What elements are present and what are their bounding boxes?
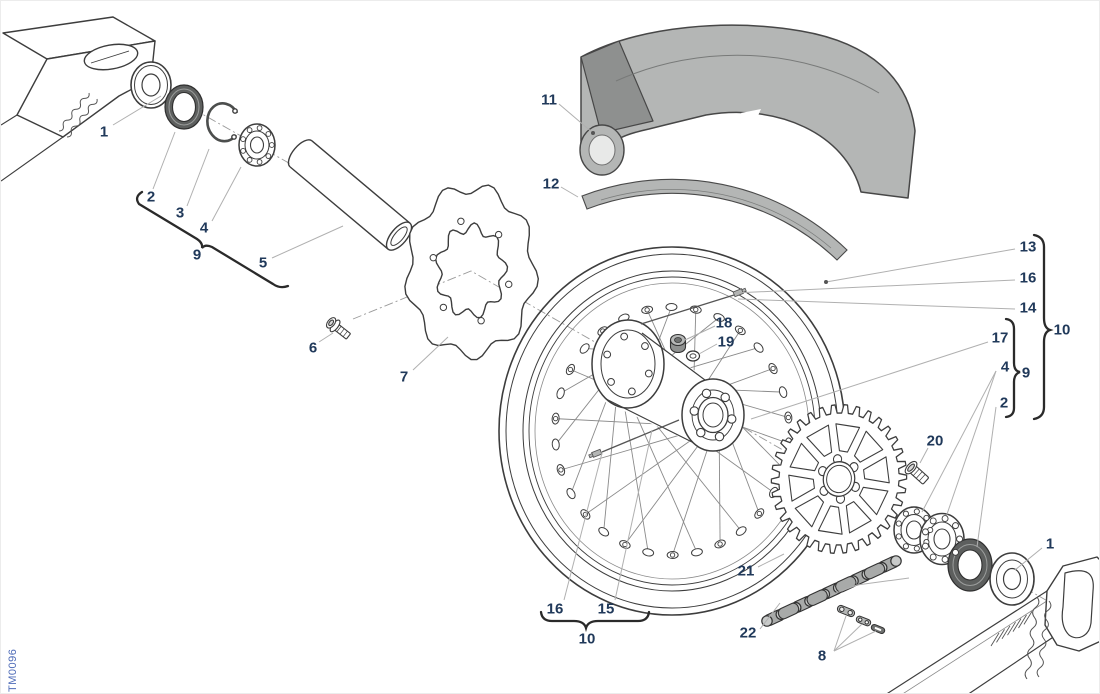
brace-9-right xyxy=(1004,317,1021,419)
callout-16-24: 16 xyxy=(546,600,564,618)
callout-15-25: 15 xyxy=(597,600,615,618)
callout-9-16: 9 xyxy=(1021,364,1031,382)
figure-code: TM0096 xyxy=(7,648,19,692)
hub-flange-holes xyxy=(603,332,653,396)
callout-9-4: 9 xyxy=(192,246,202,264)
dust-seal-2-left xyxy=(164,84,204,130)
callout-22-22: 22 xyxy=(739,624,757,642)
callout-11-8: 11 xyxy=(541,91,557,109)
left-bearing-seal-row xyxy=(130,61,413,251)
callout-1-27: 1 xyxy=(1045,535,1055,553)
callout-8-23: 8 xyxy=(817,647,827,665)
callout-17-14: 17 xyxy=(991,329,1009,347)
brace-10-right xyxy=(1032,233,1054,421)
loose-spokes xyxy=(588,287,747,459)
callout-14-12: 14 xyxy=(1019,299,1037,317)
callout-12-9: 12 xyxy=(542,175,560,193)
callout-6-6: 6 xyxy=(308,339,318,357)
hub-nut-18 xyxy=(669,333,687,353)
callout-16-11: 16 xyxy=(1019,269,1037,287)
callout-21-21: 21 xyxy=(737,562,755,580)
tire-section-11 xyxy=(579,24,916,199)
seal-ring-1-right xyxy=(989,552,1035,606)
drive-chain-22 xyxy=(761,555,902,627)
circlip-3 xyxy=(206,102,239,143)
swingarm-left-end xyxy=(1,16,156,182)
brake-disc-7 xyxy=(404,184,540,361)
right-bearing-seal-row xyxy=(893,506,1035,606)
dust-seal-2-right xyxy=(947,538,993,592)
seal-ring-1-left xyxy=(130,61,172,109)
washer-19 xyxy=(685,350,701,362)
axle-spacer-5 xyxy=(287,139,413,251)
callout-20-20: 20 xyxy=(926,432,944,450)
callout-leader-lines xyxy=(112,95,1043,652)
callout-10-13: 10 xyxy=(1053,321,1071,339)
callout-2-17: 2 xyxy=(999,394,1009,412)
grouping-braces xyxy=(135,190,1054,633)
callout-2-1: 2 xyxy=(146,188,156,206)
callout-3-2: 3 xyxy=(175,204,185,222)
brace-10-bottom xyxy=(539,610,651,633)
callout-19-19: 19 xyxy=(717,333,735,351)
sprocket-bolt-20 xyxy=(904,460,929,485)
rear-sprocket-21 xyxy=(770,404,908,554)
rim-band-12 xyxy=(581,178,848,261)
callout-1-0: 1 xyxy=(99,123,109,141)
disc-bolt-6 xyxy=(325,317,351,340)
callout-5-5: 5 xyxy=(258,254,268,272)
brace-9-left xyxy=(135,190,290,289)
callout-4-15: 4 xyxy=(1000,358,1010,376)
swingarm-right-end xyxy=(887,556,1099,693)
callout-18-18: 18 xyxy=(715,314,733,332)
sprocket-carrier-flange xyxy=(681,378,745,452)
master-link-parts-8 xyxy=(836,604,886,634)
callout-13-10: 13 xyxy=(1019,238,1037,256)
callout-4-3: 4 xyxy=(199,219,209,237)
wheel-hub xyxy=(591,319,745,452)
callout-7-7: 7 xyxy=(399,368,409,386)
callout-10-26: 10 xyxy=(578,630,596,648)
